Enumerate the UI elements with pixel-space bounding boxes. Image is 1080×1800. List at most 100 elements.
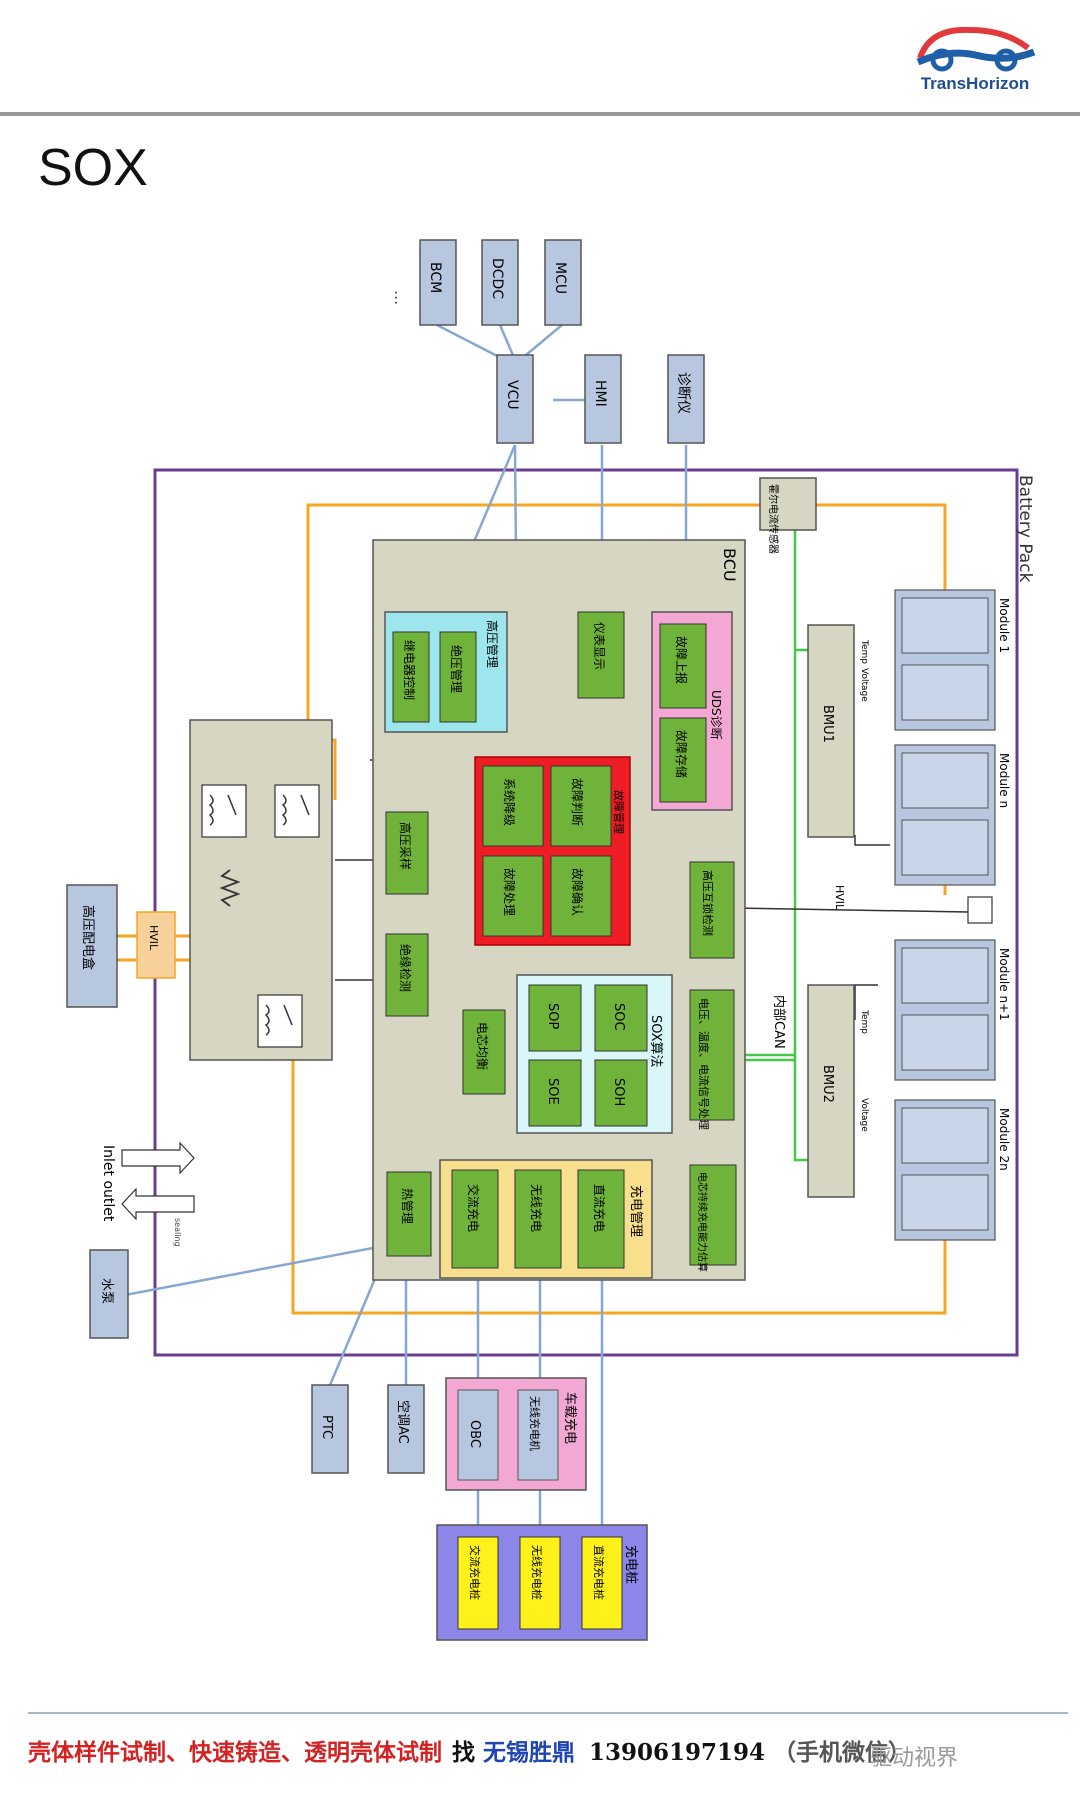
svg-text:HVIL: HVIL — [833, 885, 846, 911]
fault-management-block: 故障管理 系统降级 故障判断 故障处理 故障确认 — [474, 756, 631, 946]
diagnostic-tool-box: 诊断仪 — [667, 354, 705, 444]
svg-text:绝压管理: 绝压管理 — [449, 645, 464, 693]
hv-sampling-box: 高压采样 — [385, 811, 429, 895]
hv-distribution-box: 高压配电盒 — [66, 884, 118, 1008]
footer-service-text: 壳体样件试制、快速铸造、透明壳体试制 — [28, 1739, 442, 1766]
hv-management-box: 高压管理 继电器控制 绝压管理 — [384, 611, 508, 733]
svg-text:故障管理: 故障管理 — [612, 790, 626, 834]
svg-text:Module n+1: Module n+1 — [997, 948, 1011, 1021]
inlet-arrow-icon — [121, 1141, 195, 1175]
svg-text:OBC: OBC — [467, 1420, 482, 1448]
svg-text:PTC: PTC — [319, 1415, 334, 1439]
svg-text:直流充电: 直流充电 — [592, 1184, 607, 1232]
svg-text:BMU2: BMU2 — [820, 1065, 835, 1103]
footer-divider — [28, 1712, 1068, 1714]
svg-text:HVIL: HVIL — [147, 925, 160, 951]
svg-text:Module n: Module n — [997, 753, 1011, 808]
sox-algorithm-box: SOX算法 SOP SOC SOE SOH — [516, 974, 673, 1134]
svg-text:故障上报: 故障上报 — [674, 636, 689, 684]
hvil-plug-icon: HVIL — [833, 885, 993, 924]
svg-text:SOH: SOH — [611, 1078, 626, 1106]
logo-text: TransHorizon — [920, 74, 1030, 93]
svg-text:电压、温度、电流信号处理: 电压、温度、电流信号处理 — [697, 998, 711, 1130]
insulation-detect-box: 绝缘检测 — [385, 933, 429, 1017]
svg-text:BCU: BCU — [720, 548, 739, 582]
module-n: Module n — [894, 744, 1011, 886]
outlet-arrow-icon — [121, 1187, 195, 1221]
relay-distribution-box — [189, 719, 333, 1061]
svg-text:车载充电: 车载充电 — [562, 1392, 578, 1444]
onboard-charging-box: 车载充电 OBC 无线充电机 — [445, 1377, 587, 1491]
svg-text:电芯均衡: 电芯均衡 — [475, 1022, 489, 1070]
svg-text:BCM: BCM — [427, 262, 443, 293]
uds-diagnostics-box: UDS诊断 故障上报 故障存储 — [651, 611, 733, 811]
svg-text:Temp: Temp — [859, 639, 869, 664]
bmu1-box: BMU1 Temp Voltage — [807, 624, 869, 838]
svg-text:霍尔电流传感器: 霍尔电流传感器 — [767, 484, 780, 554]
bmu2-box: BMU2 Temp Voltage — [807, 984, 869, 1198]
svg-text:故障存储: 故障存储 — [674, 730, 689, 778]
svg-text:系统降级: 系统降级 — [502, 778, 516, 826]
internal-can-label: 内部CAN — [771, 995, 787, 1049]
svg-text:直流充电桩: 直流充电桩 — [592, 1545, 606, 1600]
footer-phone: 13906197194 — [589, 1739, 766, 1766]
svg-text:高压互锁检测: 高压互锁检测 — [701, 870, 715, 936]
module-n-plus-1: Module n+1 — [894, 939, 1011, 1081]
transhorizon-logo: TransHorizon — [910, 18, 1040, 98]
svg-text:水泵: 水泵 — [99, 1278, 114, 1304]
svg-text:HMI: HMI — [592, 380, 608, 407]
watermark: 驱动视界 — [870, 1746, 959, 1771]
svg-text:BMU1: BMU1 — [820, 705, 835, 743]
header: TransHorizon — [0, 0, 1080, 116]
dcdc-box: DCDC — [481, 239, 519, 326]
relay-icon-3 — [257, 994, 303, 1048]
svg-text:SOX算法: SOX算法 — [648, 1015, 663, 1068]
svg-text:故障处理: 故障处理 — [502, 868, 517, 916]
mcu-box: MCU — [544, 239, 582, 326]
thermal-management-box: 热管理 — [386, 1171, 432, 1257]
svg-text:无线充电: 无线充电 — [529, 1184, 544, 1232]
battery-pack-label: Battery Pack — [1015, 475, 1035, 583]
svg-text:无线充电桩: 无线充电桩 — [530, 1545, 544, 1600]
hv-interlock-detect-box: 高压互锁检测 — [689, 861, 735, 959]
svg-text:sealing: sealing — [173, 1218, 182, 1247]
svg-text:充电管理: 充电管理 — [628, 1185, 644, 1237]
svg-text:SOC: SOC — [611, 1003, 626, 1031]
svg-text:仪表显示: 仪表显示 — [592, 622, 606, 670]
svg-text:热管理: 热管理 — [400, 1188, 415, 1224]
charging-pile-box: 充电桩 交流充电桩 无线充电桩 直流充电桩 — [436, 1524, 648, 1641]
svg-text:DCDC: DCDC — [489, 258, 505, 299]
water-pump-box: 水泵 — [89, 1249, 129, 1339]
continuous-charge-estimate-box: 电芯持续充电能力估算 — [689, 1164, 737, 1272]
hmi-box: HMI — [584, 354, 622, 444]
module-2n: Module 2n — [894, 1099, 1011, 1241]
svg-text:交流充电: 交流充电 — [466, 1184, 481, 1232]
page-title: SOX — [38, 139, 148, 197]
svg-text:电芯持续充电能力估算: 电芯持续充电能力估算 — [696, 1172, 709, 1272]
svg-text:充电桩: 充电桩 — [623, 1545, 639, 1584]
svg-text:Inlet outlet: Inlet outlet — [100, 1145, 116, 1222]
vcu-box: VCU — [496, 354, 534, 444]
svg-text:高压管理: 高压管理 — [485, 620, 500, 668]
footer-phone-note: （手机微信） — [773, 1739, 912, 1766]
relay-icon-2 — [274, 784, 320, 838]
svg-text:绝缘检测: 绝缘检测 — [398, 944, 413, 992]
svg-text:高压配电盒: 高压配电盒 — [80, 905, 96, 970]
bcm-box: BCM — [419, 239, 457, 326]
svg-text:继电器控制: 继电器控制 — [402, 640, 416, 700]
svg-text:SOP: SOP — [545, 1003, 560, 1029]
svg-text:Voltage: Voltage — [859, 1098, 869, 1132]
more-ecus-ellipsis: ... — [391, 290, 410, 305]
svg-text:交流充电桩: 交流充电桩 — [468, 1545, 482, 1600]
svg-text:高压采样: 高压采样 — [398, 822, 413, 870]
svg-text:无线充电机: 无线充电机 — [528, 1396, 542, 1451]
svg-text:Module 2n: Module 2n — [997, 1108, 1011, 1171]
charge-management-box: 充电管理 交流充电 无线充电 直流充电 — [439, 1159, 653, 1279]
svg-text:MCU: MCU — [552, 262, 568, 294]
hvil-connector: HVIL — [136, 911, 176, 979]
car-logo-icon — [916, 26, 1036, 72]
footer-company: 无锡胜鼎 — [483, 1739, 575, 1766]
header-divider — [0, 112, 1080, 116]
svg-text:故障判断: 故障判断 — [570, 778, 585, 826]
